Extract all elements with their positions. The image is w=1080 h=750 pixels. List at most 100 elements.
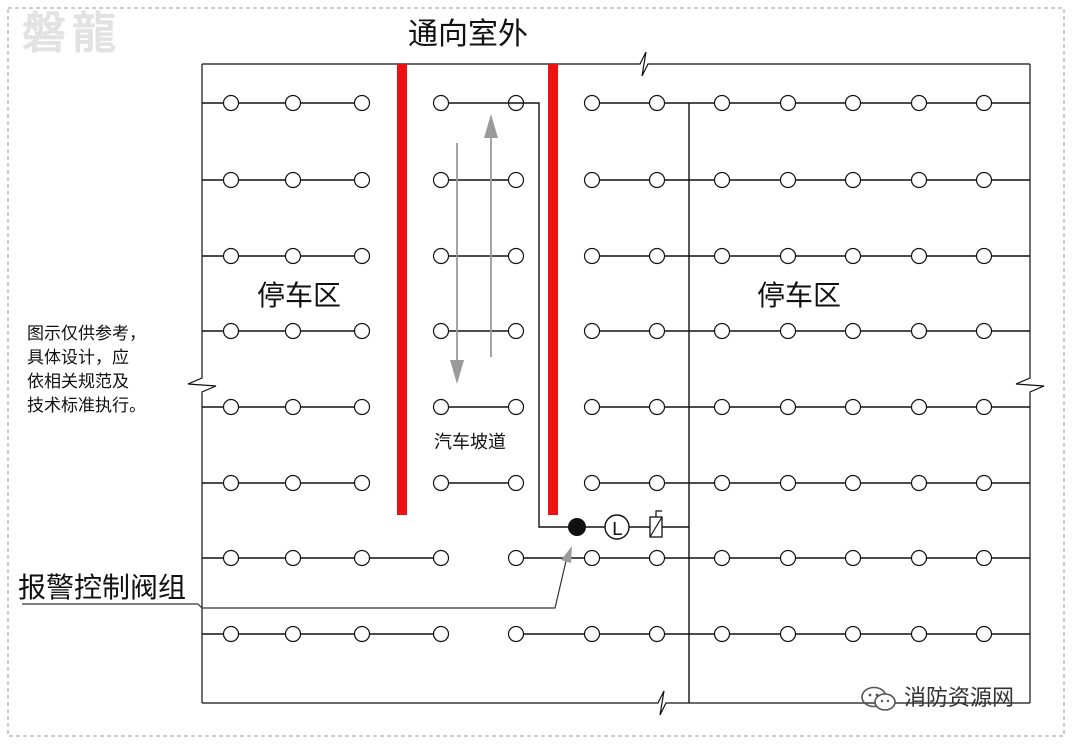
sprinkler-head [910, 247, 928, 265]
sprinkler-head [779, 94, 797, 112]
sprinkler-head [910, 474, 928, 492]
sprinkler-head [583, 625, 601, 643]
ramp-wall-right [548, 64, 558, 515]
sprinkler-head [432, 549, 450, 567]
sprinkler-head [222, 398, 240, 416]
sprinkler-head [353, 398, 371, 416]
sprinkler-head [432, 398, 450, 416]
sprinkler-head [648, 247, 666, 265]
sprinkler-head [507, 322, 525, 340]
sprinkler-head [975, 474, 993, 492]
parking-zone-right-label: 停车区 [757, 279, 842, 312]
sprinkler-head [583, 94, 601, 112]
sprinkler-head [353, 474, 371, 492]
wechat-icon [861, 686, 896, 711]
sprinkler-head [353, 322, 371, 340]
frame-border [7, 7, 1065, 737]
brand-badge: 消防资源网 [860, 684, 1014, 714]
sprinkler-head [713, 247, 731, 265]
sprinkler-head [507, 549, 525, 567]
alarm-valve-label: 报警控制阀组 [18, 571, 187, 604]
sprinkler-head [284, 625, 302, 643]
ramp-feed-pipe [508, 102, 577, 528]
sprinkler-head [648, 322, 666, 340]
sprinkler-head [432, 247, 450, 265]
sprinkler-head [713, 625, 731, 643]
sprinkler-head [222, 549, 240, 567]
sprinkler-head [975, 247, 993, 265]
sprinkler-head [284, 171, 302, 189]
sprinkler-head [507, 474, 525, 492]
flow-indicator-letter: L [612, 519, 622, 540]
sprinkler-head [844, 474, 862, 492]
alarm-label-leader [22, 560, 567, 609]
sprinkler-head [222, 322, 240, 340]
sprinkler-head [713, 94, 731, 112]
sprinkler-head [222, 625, 240, 643]
sprinkler-head [648, 625, 666, 643]
sprinkler-head [507, 398, 525, 416]
sprinkler-head [779, 398, 797, 416]
disclaimer-note: 图示仅供参考， 具体设计，应 依相关规范及 技术标准执行。 [27, 324, 146, 416]
sprinkler-head [353, 625, 371, 643]
sprinkler-head [910, 549, 928, 567]
sprinkler-head [779, 171, 797, 189]
sprinkler-head [648, 549, 666, 567]
alarm-leader-arrowhead [561, 546, 572, 563]
sprinkler-head [583, 322, 601, 340]
ramp-label: 汽车坡道 [434, 432, 506, 453]
sprinkler-head [583, 171, 601, 189]
sprinkler-head [975, 398, 993, 416]
building-left-edge [187, 64, 217, 703]
sprinkler-head [648, 474, 666, 492]
sprinkler-head [284, 398, 302, 416]
building-top-edge [202, 51, 1030, 77]
sprinkler-head [432, 322, 450, 340]
sprinkler-head [353, 247, 371, 265]
alarm-valve-dot [568, 518, 586, 536]
sprinkler-head [975, 549, 993, 567]
sprinkler-head [353, 94, 371, 112]
sprinkler-head [779, 322, 797, 340]
sprinkler-head [844, 549, 862, 567]
sprinkler-head [583, 474, 601, 492]
sprinkler-head [284, 94, 302, 112]
watermark-logo: 磐龍 [22, 8, 122, 59]
ramp-wall-left [397, 64, 407, 515]
sprinkler-head [910, 171, 928, 189]
sprinkler-head [975, 322, 993, 340]
sprinkler-head [432, 474, 450, 492]
brand-name: 消防资源网 [904, 686, 1015, 711]
arrow-down-head [450, 360, 464, 384]
sprinkler-head [284, 474, 302, 492]
sprinkler-head [353, 549, 371, 567]
sprinkler-head [844, 94, 862, 112]
sprinkler-head [583, 549, 601, 567]
sprinkler-head [507, 171, 525, 189]
sprinkler-head [222, 247, 240, 265]
building-bottom-edge [202, 690, 1030, 716]
flow-indicator-icon [604, 514, 630, 540]
signal-valve-handle [655, 510, 662, 517]
sprinkler-head [648, 94, 666, 112]
sprinkler-head [910, 94, 928, 112]
sprinkler-head [353, 171, 371, 189]
sprinkler-head [844, 171, 862, 189]
building-right-edge [1015, 64, 1045, 703]
sprinkler-head [432, 94, 450, 112]
sprinkler-head [432, 171, 450, 189]
sprinkler-head [910, 398, 928, 416]
exit-label: 通向室外 [408, 17, 528, 52]
sprinkler-head [222, 171, 240, 189]
sprinkler-head [910, 625, 928, 643]
sprinkler-head [779, 474, 797, 492]
sprinkler-head [975, 94, 993, 112]
sprinkler-head [507, 247, 525, 265]
sprinkler-head [779, 625, 797, 643]
sprinkler-head [975, 625, 993, 643]
sprinkler-head [713, 474, 731, 492]
sprinkler-head [284, 549, 302, 567]
sprinkler-head [844, 322, 862, 340]
